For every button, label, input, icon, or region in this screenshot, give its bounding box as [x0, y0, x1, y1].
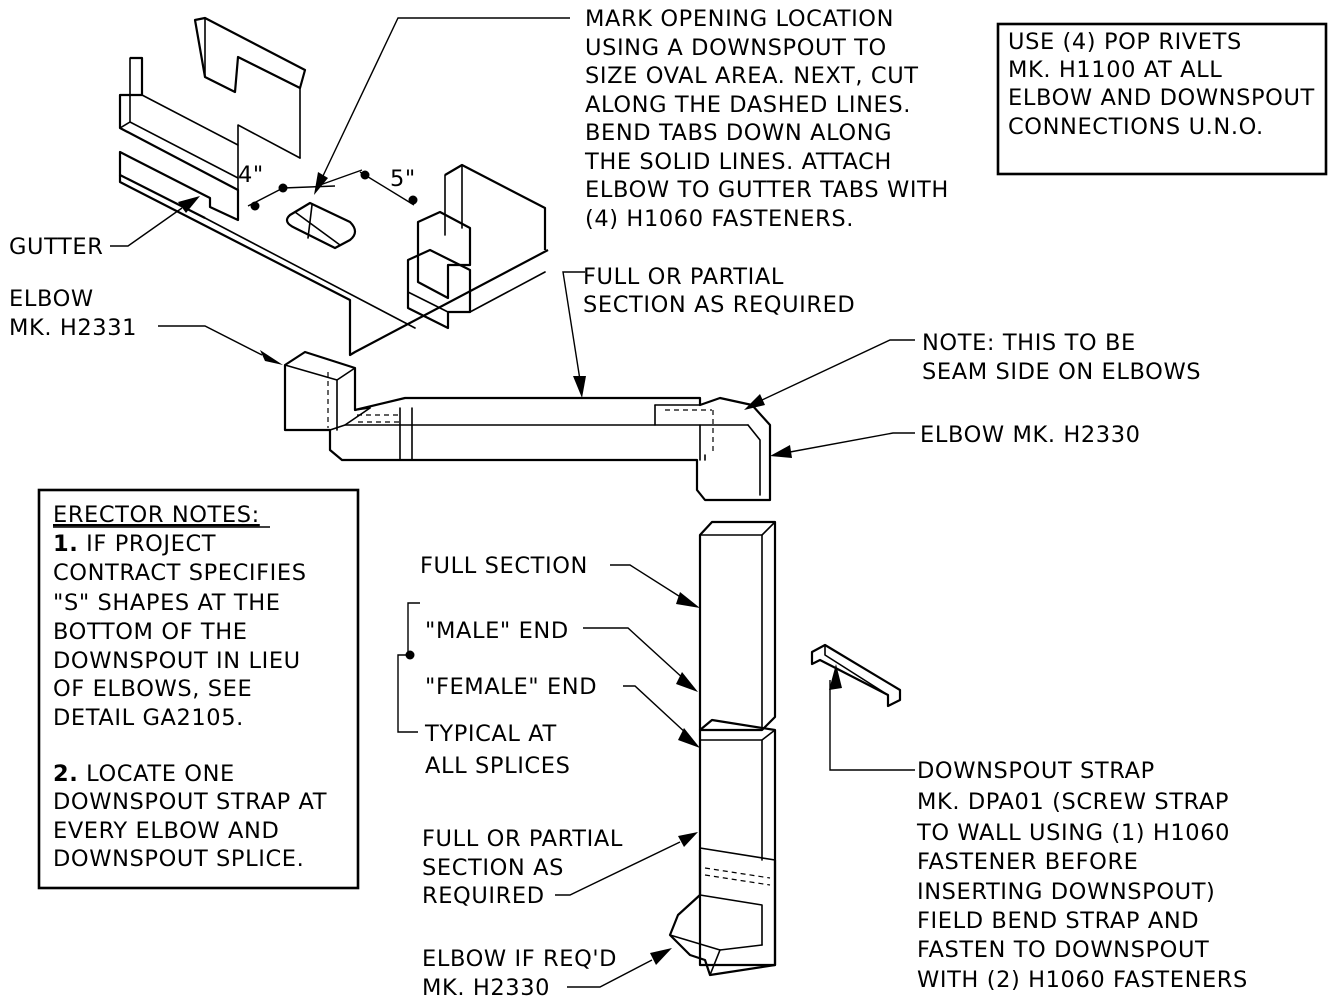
erector-notes-box — [37, 488, 360, 890]
gutter-label: GUTTER — [9, 234, 103, 260]
full-partial-top-label: FULL OR PARTIAL SECTION AS REQUIRED — [583, 264, 855, 318]
downspout-strap-label: DOWNSPOUT STRAP MK. DPA01 (SCREW STRAP T… — [916, 758, 1248, 993]
elbow-h2330-right-label: ELBOW MK. H2330 — [920, 422, 1141, 448]
dimension-label-4in: 4" — [238, 162, 264, 188]
dimension-lines — [247, 169, 418, 211]
erector-note-1: 1. IF PROJECT CONTRACT SPECIFIES "S" SHA… — [53, 531, 314, 731]
pop-rivets-note: USE (4) POP RIVETS MK. H1100 AT ALL ELBO… — [1008, 29, 1323, 140]
erector-note-2: 2. LOCATE ONE DOWNSPOUT STRAP AT EVERY E… — [53, 761, 335, 872]
downspout-strap — [810, 643, 902, 708]
elbow-h2331-label: ELBOW MK. H2331 — [9, 286, 137, 341]
full-section-label: FULL SECTION — [420, 553, 588, 579]
seam-note-label: NOTE: THIS TO BE SEAM SIDE ON ELBOWS — [922, 330, 1201, 385]
dimension-label-5in: 5" — [390, 166, 416, 192]
erector-notes-title: ERECTOR NOTES: — [53, 502, 260, 528]
mark-opening-note: MARK OPENING LOCATION USING A DOWNSPOUT … — [584, 6, 957, 232]
gutter-drawing — [118, 16, 549, 357]
pop-rivets-box — [996, 22, 1328, 176]
full-partial-low-label: FULL OR PARTIAL SECTION AS REQUIRED — [422, 826, 631, 909]
typical-splices-label: TYPICAL AT ALL SPLICES — [424, 721, 570, 779]
male-end-label: "MALE" END — [425, 618, 569, 644]
elbow-bottom-label: ELBOW IF REQ'D MK. H2330 — [422, 946, 625, 1000]
vertical-downspout — [668, 520, 777, 977]
top-elbow-assembly — [283, 350, 772, 502]
leaders — [110, 17, 915, 988]
female-end-label: "FEMALE" END — [425, 674, 597, 700]
